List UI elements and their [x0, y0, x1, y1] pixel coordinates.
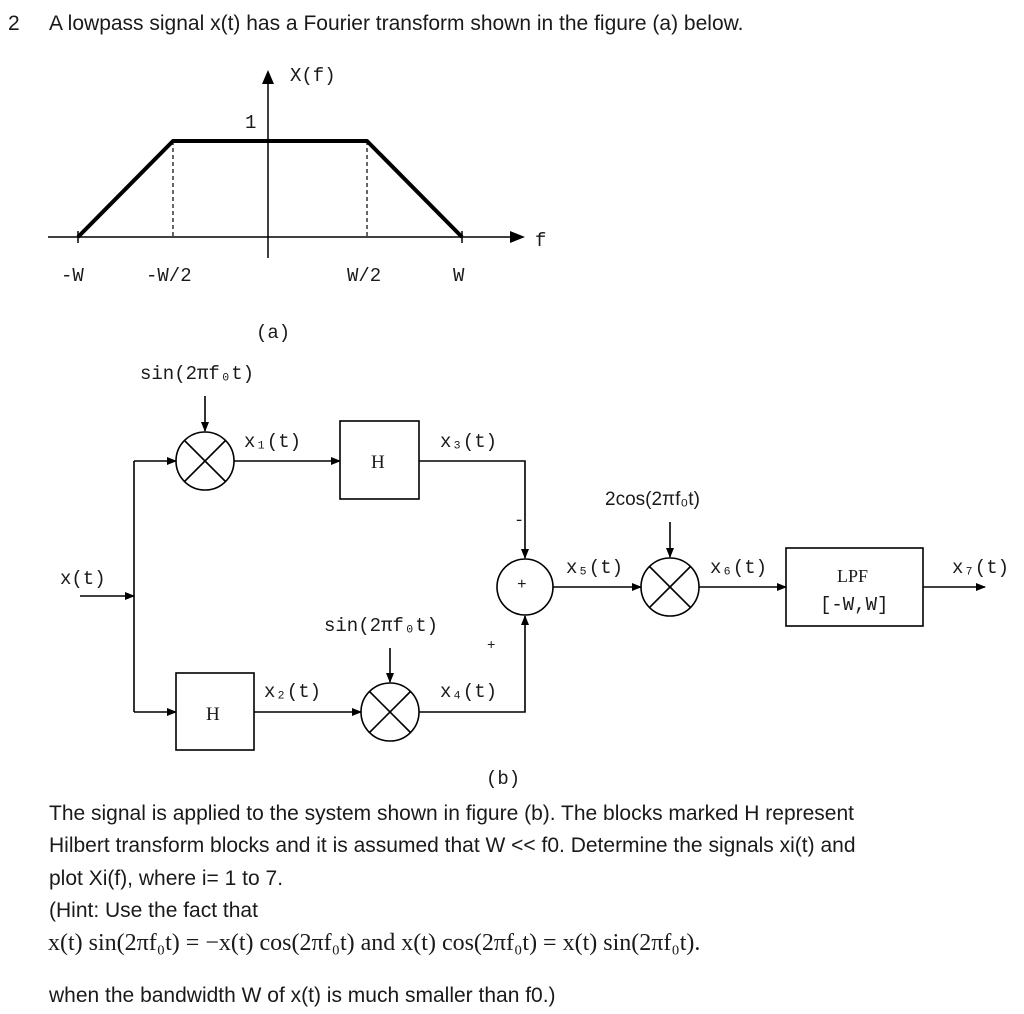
wire-x4 [419, 615, 529, 713]
h-top-label: H [371, 452, 385, 473]
peak-label: 1 [245, 112, 257, 134]
tick-label: -W [61, 265, 84, 287]
mixer-right-cross [648, 565, 692, 609]
x3-label: x₃(t) [440, 431, 498, 453]
tick-label: W/2 [347, 265, 382, 287]
h-bottom-label: H [206, 704, 220, 725]
f-axis-arrow-icon [510, 231, 525, 243]
x7-label: x₇(t) [952, 557, 1010, 579]
minus-sign: - [514, 512, 525, 531]
problem-statement: A lowpass signal x(t) has a Fourier tran… [49, 12, 744, 35]
x4-label: x₄(t) [440, 681, 498, 703]
caption-a: (a) [256, 322, 291, 344]
y-axis-arrow-icon [262, 70, 274, 84]
body-line-3: plot Xi(f), where i= 1 to 7. [49, 867, 284, 890]
mixer-bottom-cross [368, 690, 412, 734]
tick-label: W [453, 265, 465, 287]
h-block-top [339, 420, 420, 500]
osc-bottom-label: sin(2πf₀t) [324, 615, 439, 637]
sum-sign: + [517, 576, 527, 594]
lpf-label: LPF [837, 566, 869, 586]
x5-label: x₅(t) [566, 557, 624, 579]
x2-label: x₂(t) [264, 681, 322, 703]
spectrum-line [76, 139, 464, 239]
tick-label: -W/2 [146, 265, 192, 287]
mixer-top-cross [183, 439, 227, 483]
lpf-range-label: [-W,W] [820, 594, 889, 616]
problem-number: 2 [8, 12, 20, 35]
y-axis-label: X(f) [290, 65, 336, 87]
hint-equation: x(t) sin(2πf₀t) = −x(t) cos(2πf₀t) and x… [48, 930, 701, 956]
wire-x3 [419, 460, 529, 559]
x6-label: x₆(t) [710, 557, 768, 579]
input-label: x(t) [60, 568, 106, 590]
caption-b: (b) [486, 768, 521, 790]
x-axis-label: f [535, 230, 547, 252]
body-line-1: The signal is applied to the system show… [49, 802, 854, 825]
x1-label: x₁(t) [244, 431, 302, 453]
hint-intro: (Hint: Use the fact that [49, 899, 258, 922]
body-line-2: Hilbert transform blocks and it is assum… [49, 834, 856, 857]
osc-top-label: sin(2πf₀t) [140, 363, 255, 385]
plus-sign: + [487, 638, 496, 654]
body-line-5: when the bandwidth W of x(t) is much sma… [49, 984, 556, 1007]
osc-right-label: 2cos(2πf₀t) [605, 489, 700, 510]
